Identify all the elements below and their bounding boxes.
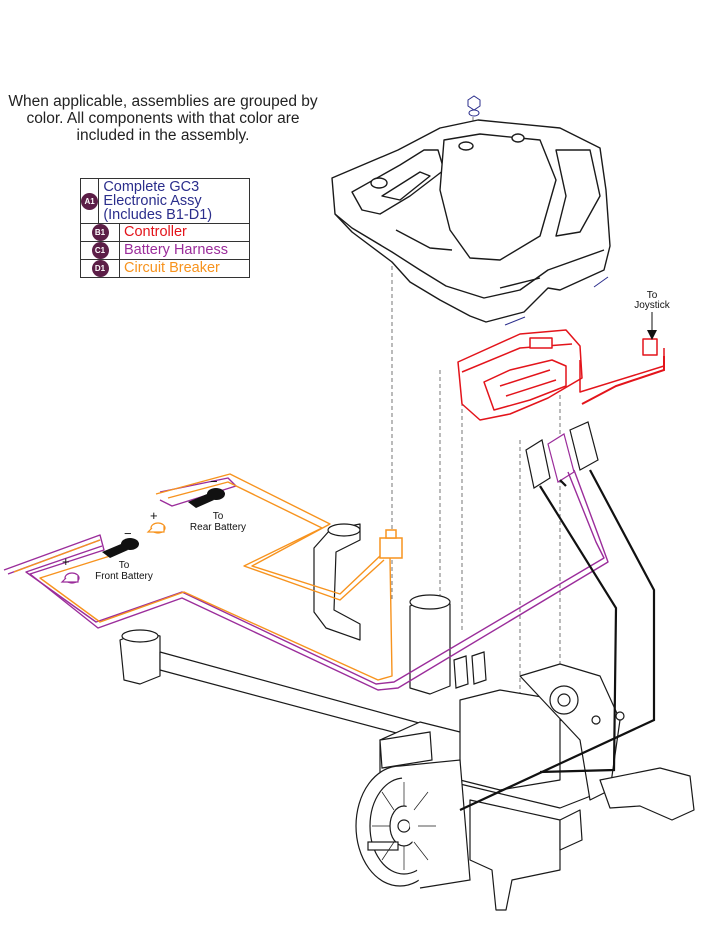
legend-row-a1: A1 Complete GC3 Electronic Assy (Include…	[81, 179, 249, 224]
legend-badge-c1: C1	[91, 242, 109, 259]
joystick-label-line2: Joystick	[634, 300, 671, 311]
rear-battery-label-line2: Rear Battery	[190, 522, 246, 533]
legend-label-d1: Circuit Breaker	[124, 260, 220, 276]
assembly-legend: A1 Complete GC3 Electronic Assy (Include…	[80, 178, 250, 278]
circuit-breaker	[379, 529, 403, 559]
drive-motor	[355, 731, 471, 889]
legend-badge-a1: A1	[81, 192, 99, 210]
front-negative-sign: −	[124, 526, 132, 541]
controller	[457, 329, 665, 421]
rear-positive-sign: +	[150, 508, 158, 523]
front-battery-label-line1: To	[119, 560, 130, 571]
legend-label-b1: Controller	[124, 224, 187, 240]
rear-battery-label-line1: To	[213, 511, 224, 522]
joystick-label-line1: To	[647, 290, 658, 301]
legend-label-c1: Battery Harness	[124, 242, 228, 258]
front-battery-positive-terminal	[60, 572, 80, 584]
controller-cable	[581, 356, 665, 405]
joystick-arrow	[647, 312, 657, 340]
legend-row-b1: B1 Controller	[81, 224, 249, 242]
legend-row-d1: D1 Circuit Breaker	[81, 260, 249, 277]
legend-label-a1: Complete GC3 Electronic Assy (Includes B…	[103, 179, 213, 223]
front-battery-label-line2: Front Battery	[95, 571, 153, 582]
legend-badge-b1: B1	[91, 224, 109, 241]
front-battery-terminal	[102, 538, 139, 558]
legend-row-c1: C1 Battery Harness	[81, 242, 249, 260]
breaker-wire	[13, 473, 393, 681]
harness-connectors	[453, 421, 599, 689]
front-positive-sign: +	[62, 554, 70, 569]
rear-battery-positive-terminal	[146, 522, 166, 534]
top-cover-shroud	[331, 119, 611, 323]
screws	[467, 95, 609, 326]
rear-battery-terminal	[188, 488, 225, 508]
assembly-color-note: When applicable, assemblies are grouped …	[8, 93, 318, 144]
rear-negative-sign: −	[210, 474, 218, 489]
legend-badge-d1: D1	[91, 260, 109, 277]
power-wires	[459, 469, 656, 811]
